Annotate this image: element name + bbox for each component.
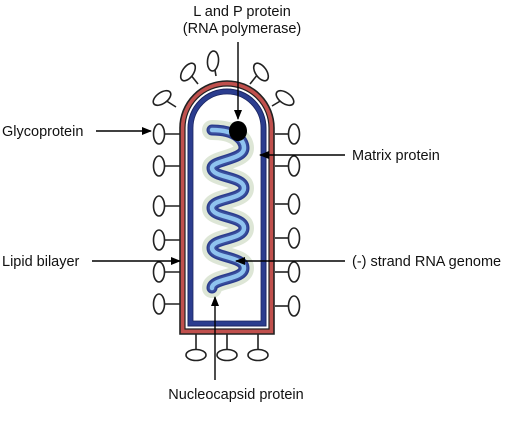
rna-genome-label: (-) strand RNA genome <box>352 254 501 270</box>
glycoprotein-spikes <box>152 50 301 362</box>
matrix-protein-label: Matrix protein <box>352 148 440 164</box>
glycoprotein-label: Glycoprotein <box>2 124 83 140</box>
polymerase-label-line2: (RNA polymerase) <box>183 21 301 37</box>
polymerase-label-line1: L and P protein <box>193 4 291 20</box>
lipid-bilayer-label: Lipid bilayer <box>2 254 80 270</box>
pointer-arrows <box>92 42 345 380</box>
nucleocapsid-label: Nucleocapsid protein <box>168 387 303 403</box>
polymerase-blob <box>229 121 247 141</box>
